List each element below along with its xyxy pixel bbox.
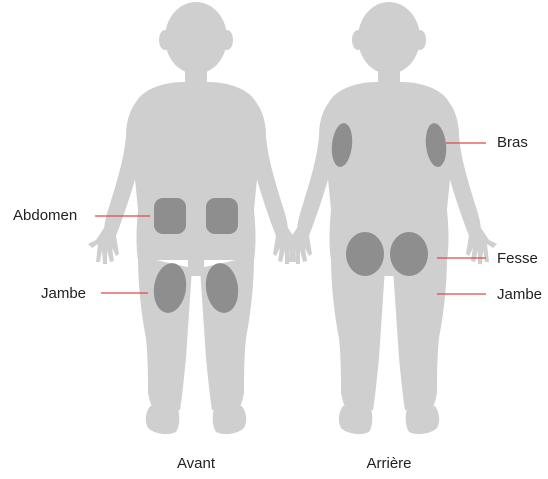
front-figure	[88, 2, 304, 434]
caption-back: Arrière	[366, 455, 411, 473]
front-body-silhouette	[88, 2, 304, 434]
front-abdomen-site-left	[154, 198, 186, 234]
label-abdomen: Abdomen	[13, 207, 77, 225]
back-buttock-site-left	[346, 232, 384, 276]
label-jambe-back: Jambe	[497, 286, 542, 304]
label-bras: Bras	[497, 134, 528, 152]
label-jambe-front: Jambe	[41, 285, 86, 303]
back-buttock-site-right	[390, 232, 428, 276]
caption-front: Avant	[177, 455, 215, 473]
back-body-silhouette	[281, 2, 497, 434]
label-fesse: Fesse	[497, 250, 538, 268]
front-abdomen-site-right	[206, 198, 238, 234]
back-figure	[281, 2, 497, 434]
